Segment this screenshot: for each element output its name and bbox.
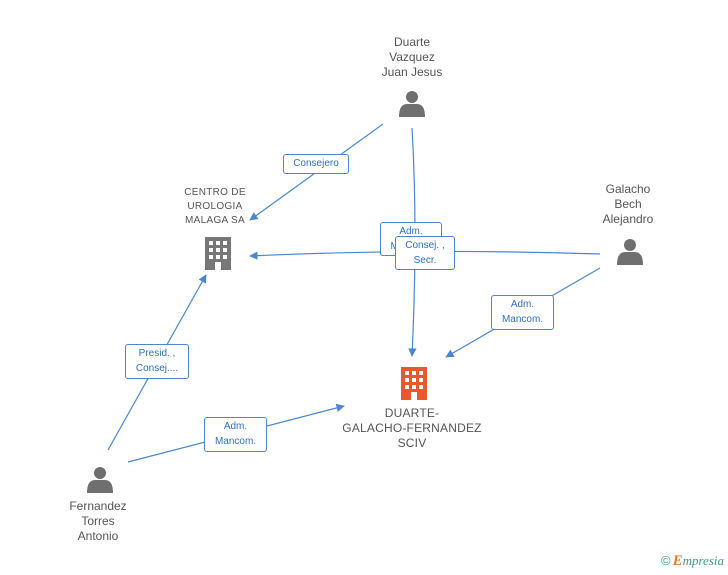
edge-label-adm-mancom[interactable]: Adm. Mancom. — [204, 417, 267, 452]
edge-label-consejero[interactable]: Consejero — [283, 154, 349, 174]
edge-label-adm-mancom[interactable]: Adm. Mancom. — [491, 295, 554, 330]
person-label-galacho-bech[interactable]: Galacho Bech Alejandro — [602, 182, 654, 226]
copyright-icon: © — [660, 553, 671, 568]
person-label-duarte-vazquez[interactable]: Duarte Vazquez Juan Jesus — [381, 35, 443, 79]
person-icon[interactable] — [399, 91, 425, 117]
company-label-centro-urologia[interactable]: CENTRO DE UROLOGIA MALAGA SA — [184, 187, 246, 226]
edge-label-consej-secr[interactable]: Consej. , Secr. — [395, 236, 455, 270]
brand-logo-text: mpresia — [682, 553, 724, 568]
company-label-duarte-galacho[interactable]: DUARTE- GALACHO-FERNANDEZ SCIV — [342, 406, 482, 450]
person-icon[interactable] — [87, 467, 113, 493]
brand-watermark: ©Empresia — [661, 553, 724, 570]
edge-label-presid-consej[interactable]: Presid. , Consej.... — [125, 344, 189, 379]
person-icon[interactable] — [617, 239, 643, 265]
brand-logo-letter: E — [672, 553, 683, 569]
building-icon[interactable] — [401, 367, 427, 400]
person-label-fernandez-torres[interactable]: Fernandez Torres Antonio — [69, 499, 127, 543]
building-icon[interactable] — [205, 237, 231, 270]
